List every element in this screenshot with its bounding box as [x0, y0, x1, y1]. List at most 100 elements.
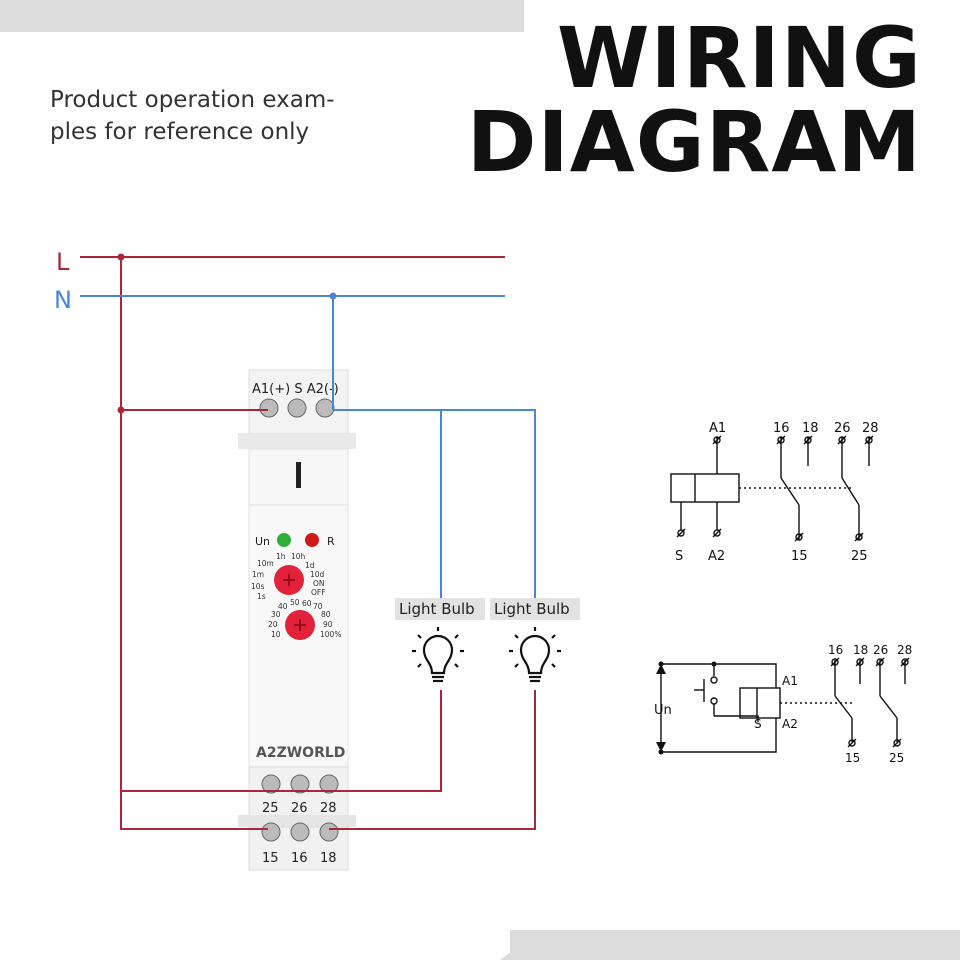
schematic-2-labels: Un A1 S A2 16 18 26 28 15 25	[654, 643, 912, 765]
label-18: 18	[853, 643, 868, 657]
label-s: S	[675, 549, 683, 564]
schematic-1	[670, 437, 870, 540]
junction-dot	[658, 749, 664, 755]
relay-led	[305, 533, 319, 547]
label-a2: A2	[782, 717, 798, 731]
light-bulb-1: Light Bulb	[395, 598, 485, 683]
bulb-icon	[412, 627, 464, 683]
time-label: 1m	[252, 570, 264, 579]
time-label: ON	[313, 579, 325, 588]
switch-to-s-wire	[714, 715, 759, 722]
bottom-gray-bar	[510, 930, 960, 960]
terminal-label-15: 15	[262, 851, 279, 866]
terminal-label-18: 18	[320, 851, 337, 866]
contact-arm-2	[879, 695, 898, 719]
percent-label: 20	[268, 620, 278, 629]
top-gray-bar	[0, 0, 524, 32]
label-a2: A2	[708, 549, 725, 564]
screw-26	[290, 774, 310, 794]
screw-25	[261, 774, 281, 794]
screw-18	[319, 822, 339, 842]
contact-arm-1	[780, 477, 800, 506]
label-28: 28	[897, 643, 912, 657]
title-line-1: WIRING	[556, 9, 922, 107]
label-16: 16	[828, 643, 843, 657]
label-s: S	[754, 717, 762, 731]
time-label: 1d	[305, 561, 315, 570]
junction-dot	[711, 661, 717, 667]
bulb-icon	[509, 627, 561, 683]
coil-box	[670, 473, 740, 503]
relay-slot	[296, 462, 301, 488]
terminal-label-28: 28	[320, 801, 337, 816]
label-18: 18	[802, 421, 819, 436]
live-wires	[80, 256, 536, 830]
brand-label: A2ZWORLD	[256, 745, 345, 761]
neutral-junction	[329, 292, 337, 300]
neutral-to-bulb2-wire	[333, 409, 536, 598]
percent-label: 40	[278, 602, 288, 611]
live-to-bulb1-wire	[121, 690, 442, 792]
bulb-label-box	[490, 598, 580, 620]
time-label: 1h	[276, 552, 286, 561]
light-bulb-2: Light Bulb	[490, 598, 580, 683]
live-line-label: L	[56, 248, 70, 276]
label-un: Un	[654, 703, 672, 718]
neutral-line-label: N	[54, 286, 72, 314]
schematic-2-terminal-marks	[710, 657, 910, 748]
reference-note-line-2: ples for reference only	[50, 119, 310, 145]
label-a1: A1	[782, 674, 798, 688]
screw-15	[261, 822, 281, 842]
percent-label: 60	[302, 599, 312, 608]
reference-note-line-1: Product operation exam-	[50, 87, 335, 113]
title-line-2: DIAGRAM	[466, 93, 922, 191]
coil-box	[739, 687, 781, 719]
schematic-1-labels: A1 S A2 16 18 26 28 15 25	[675, 421, 879, 564]
led-un-label: Un	[255, 535, 270, 548]
time-label: 10h	[291, 552, 306, 561]
percent-label: 100%	[320, 630, 341, 639]
schematic-2	[660, 660, 906, 753]
screw-s	[287, 398, 307, 418]
screw-16	[290, 822, 310, 842]
junction-dot	[658, 661, 664, 667]
screw-28	[319, 774, 339, 794]
time-range-scale: 10m 1h 10h 1d 10d ON OFF 1s 10s 1m	[251, 552, 326, 601]
time-label: 10d	[310, 570, 325, 579]
percent-scale: 10 20 30 40 50 60 70 80 90 100%	[268, 598, 341, 639]
terminal-label-16: 16	[291, 851, 308, 866]
top-terminal-screws	[259, 398, 335, 418]
supply-top-wire	[661, 663, 777, 688]
relay-device: A1(+) S A2(-) Un R 10m 1h 10h 1d 10d ON …	[238, 369, 356, 871]
time-label: 1s	[257, 592, 266, 601]
supply-arrow-down	[656, 742, 666, 752]
percent-label: 10	[271, 630, 281, 639]
time-label: OFF	[311, 588, 326, 597]
reference-note: Product operation exam- ples for referen…	[50, 84, 350, 148]
label-25: 25	[851, 549, 868, 564]
terminal-label-25: 25	[262, 801, 279, 816]
live-junction	[117, 406, 125, 414]
contact-arm-1	[834, 695, 853, 719]
neutral-wires	[80, 295, 536, 598]
bulb-label-box	[395, 598, 485, 620]
top-terminal-labels: A1(+) S A2(-)	[252, 382, 339, 397]
time-label: 10s	[251, 582, 265, 591]
label-16: 16	[773, 421, 790, 436]
label-28: 28	[862, 421, 879, 436]
schematic-1-terminal-marks	[676, 435, 874, 542]
bulb-label: Light Bulb	[399, 600, 475, 618]
percent-label: 80	[321, 610, 331, 619]
power-led	[277, 533, 291, 547]
percent-label: 50	[290, 598, 300, 607]
label-15: 15	[845, 751, 860, 765]
led-r-label: R	[327, 535, 335, 548]
label-25: 25	[889, 751, 904, 765]
supply-arrow-up	[656, 664, 666, 674]
percent-label: 30	[271, 610, 281, 619]
supply-bottom-wire	[661, 718, 777, 753]
relay-top-rail	[238, 433, 356, 449]
live-drop-wire	[120, 257, 268, 830]
bulb-label: Light Bulb	[494, 600, 570, 618]
